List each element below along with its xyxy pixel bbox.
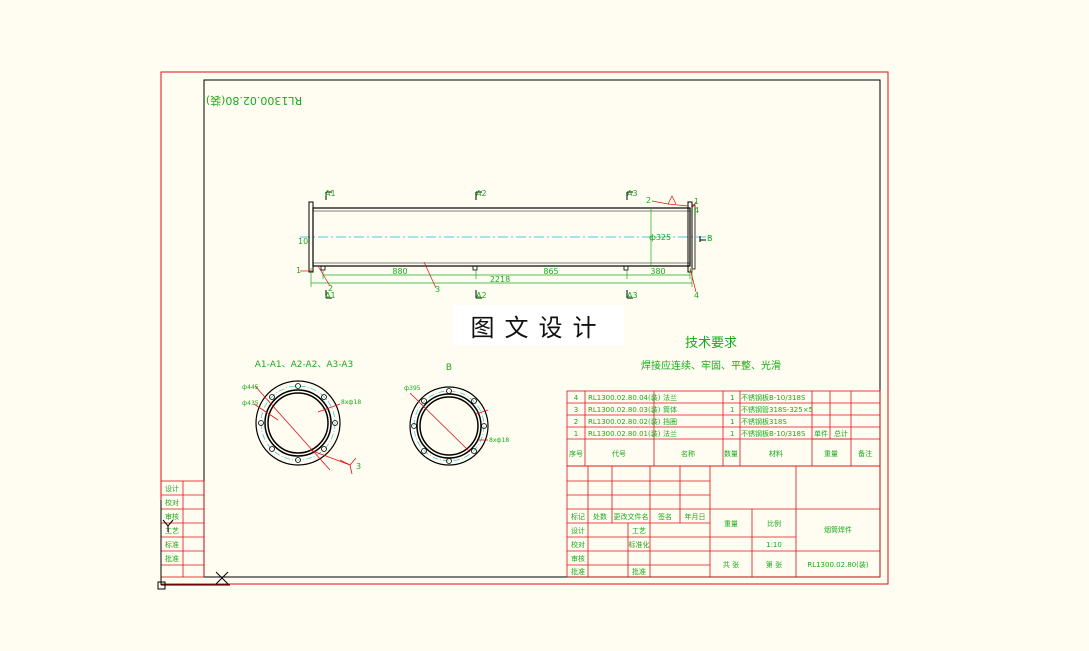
balloon: 1	[296, 266, 301, 275]
bom-header-no: 序号	[569, 449, 583, 458]
dim-865: 865	[543, 267, 558, 276]
side-label: 工艺	[165, 527, 179, 535]
change-header: 年月日	[685, 512, 706, 521]
bom-total-weight: 总计	[834, 429, 848, 438]
bom-material: 不锈钢板B-10/318S	[741, 393, 806, 402]
balloon: 4	[694, 206, 699, 215]
section-view-right: B ф395 8xф18	[404, 363, 509, 466]
role-label: 标准化	[629, 540, 650, 549]
bom-header-name: 名称	[681, 449, 695, 458]
side-label: 设计	[165, 484, 179, 493]
section-right-title: B	[446, 363, 452, 373]
mirrored-drawing-number: RL1300.02.80(装)	[206, 94, 302, 107]
section-mark: A1	[325, 189, 336, 198]
bom-unit-weight: 单件	[814, 429, 828, 438]
section-mark: A2	[476, 291, 487, 300]
bom-material: 不锈钢板318S	[741, 417, 787, 426]
sheet-total: 共 张	[723, 560, 739, 569]
bom-no: 1	[574, 430, 578, 438]
bom-code: RL1300.02.80.02(装)	[588, 417, 661, 426]
bom-no: 3	[574, 406, 578, 414]
bom-name: 筒体	[663, 405, 677, 414]
bom-header-remarks: 备注	[858, 449, 872, 458]
bom-no: 4	[574, 394, 579, 402]
dim-880: 880	[392, 267, 407, 276]
change-header: 更改文件名	[614, 512, 649, 521]
sheet-no: 第 张	[766, 560, 782, 569]
title-block-text: 标记 处数 更改文件名 签名 年月日 设计 校对 审核 批准 工艺 标准化 批准…	[571, 512, 869, 576]
section-view-left: A1-A1、A2-A2、A3-A3 ф445 ф435 8xф18 3	[242, 360, 361, 475]
dim-diameter: ф325	[649, 233, 671, 242]
section-mark: A2	[476, 189, 487, 198]
section-right-label: 8xф18	[489, 437, 509, 444]
balloon: 3	[435, 285, 440, 294]
ucs-icon	[157, 500, 230, 590]
bom-header-code: 代号	[612, 449, 626, 458]
scale-value: 1:10	[766, 541, 782, 549]
tech-req-title: 技术要求	[685, 336, 737, 351]
bom-name: 法兰	[663, 393, 677, 402]
role-label: 批准	[632, 567, 646, 576]
section-mark: A3	[627, 189, 638, 198]
bom-code: RL1300.02.80.04(装)	[588, 393, 661, 402]
change-header: 签名	[658, 512, 672, 521]
role-label: 审核	[571, 554, 585, 563]
dim-380: 380	[650, 267, 665, 276]
side-label: 批准	[165, 554, 179, 563]
role-label: 批准	[571, 567, 585, 576]
bom-no: 2	[574, 418, 578, 426]
balloon: 2	[328, 284, 333, 293]
side-label: 标准	[165, 540, 179, 549]
side-label: 校对	[165, 498, 179, 507]
bom-qty: 1	[730, 430, 734, 438]
section-mark: A1	[325, 291, 336, 300]
scale-label: 比例	[767, 519, 781, 528]
bom-qty: 1	[730, 418, 734, 426]
bom-header-qty: 数量	[724, 449, 738, 458]
bom-material: 不锈钢管318S-325×5	[741, 405, 813, 414]
section-left-label: ф435	[242, 400, 259, 407]
inner-frame	[203, 79, 881, 578]
balloon: 10	[298, 237, 308, 246]
tech-req-text: 焊接应连续、牢固、平整、光滑	[641, 359, 781, 372]
part-name: 烟筒焊件	[824, 525, 852, 534]
bom-name: 挡圈	[663, 417, 677, 426]
section-left-label: 8xф18	[341, 399, 361, 406]
elevation-view: A1 A2 A3 A1 A2 A3 B 880 865 380 2218 ф32…	[296, 189, 713, 300]
change-header: 处数	[593, 512, 607, 521]
bom-code: RL1300.02.80.03(装)	[588, 405, 661, 414]
role-label: 工艺	[632, 527, 646, 535]
bom-code: RL1300.02.80.01(装)	[588, 429, 661, 438]
bom-name: 法兰	[663, 429, 677, 438]
outer-frame	[160, 71, 889, 585]
bom-qty: 1	[730, 406, 734, 414]
drawing-number: RL1300.02.80(装)	[807, 560, 869, 569]
section-mark: A3	[627, 291, 638, 300]
view-mark: B	[707, 234, 713, 243]
bom-rows: 4 RL1300.02.80.04(装) 法兰 1 不锈钢板B-10/318S …	[569, 393, 872, 458]
balloon: 1	[694, 197, 699, 206]
dim-2218: 2218	[490, 275, 510, 284]
bom-qty: 1	[730, 394, 734, 402]
bom-material: 不锈钢板B-10/318S	[741, 429, 806, 438]
bom-header-weight: 重量	[824, 450, 838, 458]
section-left-title: A1-A1、A2-A2、A3-A3	[255, 360, 353, 370]
section-left-label: 3	[356, 462, 361, 471]
watermark-label: 图文设计	[453, 305, 624, 345]
section-left-label: ф445	[242, 384, 259, 391]
section-right-label: ф395	[404, 385, 421, 392]
bom-header-material: 材料	[769, 449, 783, 458]
role-label: 校对	[571, 540, 585, 549]
title-block	[566, 465, 881, 578]
role-label: 设计	[571, 526, 585, 535]
balloon: 4	[694, 291, 699, 300]
balloon: 2	[646, 196, 651, 205]
weight-label: 重量	[724, 520, 738, 528]
side-label: 审核	[165, 512, 179, 521]
change-header: 标记	[571, 512, 585, 521]
